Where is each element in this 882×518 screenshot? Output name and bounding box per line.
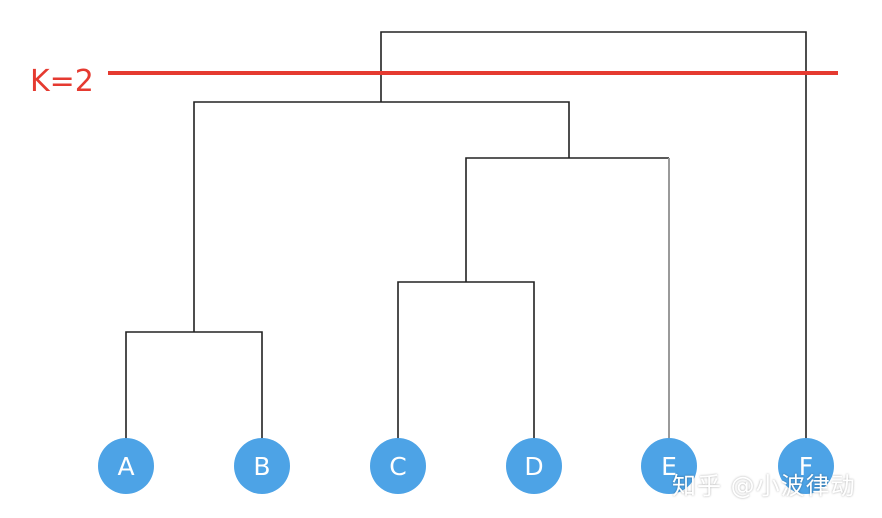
link-merge-ab-cde: [193, 101, 570, 332]
leaf-label-c: C: [389, 452, 406, 481]
link-merge-cd-e: [465, 157, 669, 282]
leaf-label-e: E: [661, 452, 677, 481]
leaf-node-b: B: [234, 438, 290, 494]
link-merge-root-f: [380, 31, 807, 445]
leaf-nodes: A B C D E F: [98, 438, 834, 494]
leaf-node-f: F: [778, 438, 834, 494]
leaf-node-c: C: [370, 438, 426, 494]
leaf-circle-e: [641, 438, 697, 494]
leaf-label-b: B: [253, 452, 270, 481]
leaf-label-a: A: [117, 452, 134, 481]
leaf-node-a: A: [98, 438, 154, 494]
leaf-label-d: D: [524, 452, 543, 481]
leaf-node-e: E: [641, 438, 697, 494]
leaf-node-d: D: [506, 438, 562, 494]
leaf-circle-f: [778, 438, 834, 494]
link-merge-c-d: [397, 281, 535, 445]
tree-links: [125, 31, 807, 445]
leaf-circle-b: [234, 438, 290, 494]
leaf-circle-d: [506, 438, 562, 494]
watermark-text: 知乎 @小波律动: [672, 472, 856, 500]
leaf-circle-c: [370, 438, 426, 494]
link-merge-a-b: [125, 331, 263, 445]
cut-label: K=2: [30, 64, 94, 99]
leaf-circle-a: [98, 438, 154, 494]
leaf-label-f: F: [799, 452, 813, 481]
